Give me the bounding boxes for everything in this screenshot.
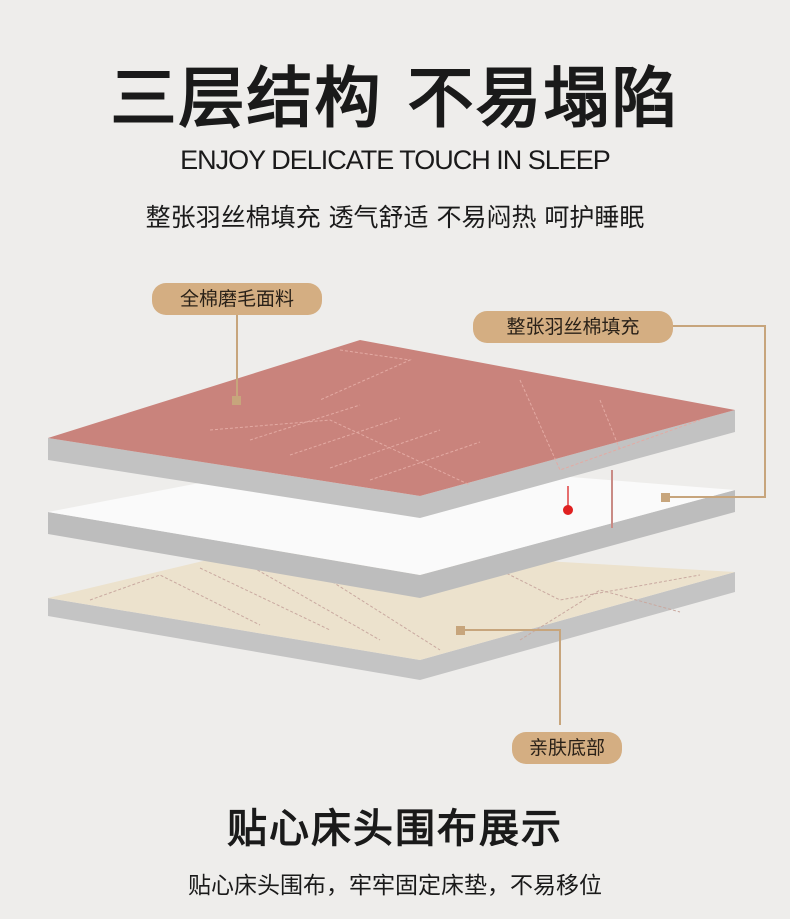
marker-middle	[661, 493, 670, 502]
label-middle-layer: 整张羽丝棉填充	[473, 311, 673, 343]
english-subtitle: ENJOY DELICATE TOUCH IN SLEEP	[180, 145, 611, 175]
label-bottom-layer: 亲肤底部	[512, 732, 622, 764]
section-title: 贴心床头围布展示	[227, 806, 563, 852]
red-marker-dot	[563, 505, 573, 515]
section-subtitle: 贴心床头围布，牢牢固定床垫，不易移位	[188, 873, 602, 899]
chinese-subtitle: 整张羽丝棉填充 透气舒适 不易闷热 呵护睡眠	[145, 203, 645, 232]
label-top-layer: 全棉磨毛面料	[152, 283, 322, 315]
middle-layer	[48, 458, 735, 598]
top-layer	[48, 340, 735, 518]
page-title: 三层结构 不易塌陷	[110, 60, 680, 137]
marker-top	[232, 396, 241, 405]
marker-bottom	[456, 626, 465, 635]
bottom-layer	[48, 545, 735, 680]
connector-lines	[236, 315, 766, 725]
